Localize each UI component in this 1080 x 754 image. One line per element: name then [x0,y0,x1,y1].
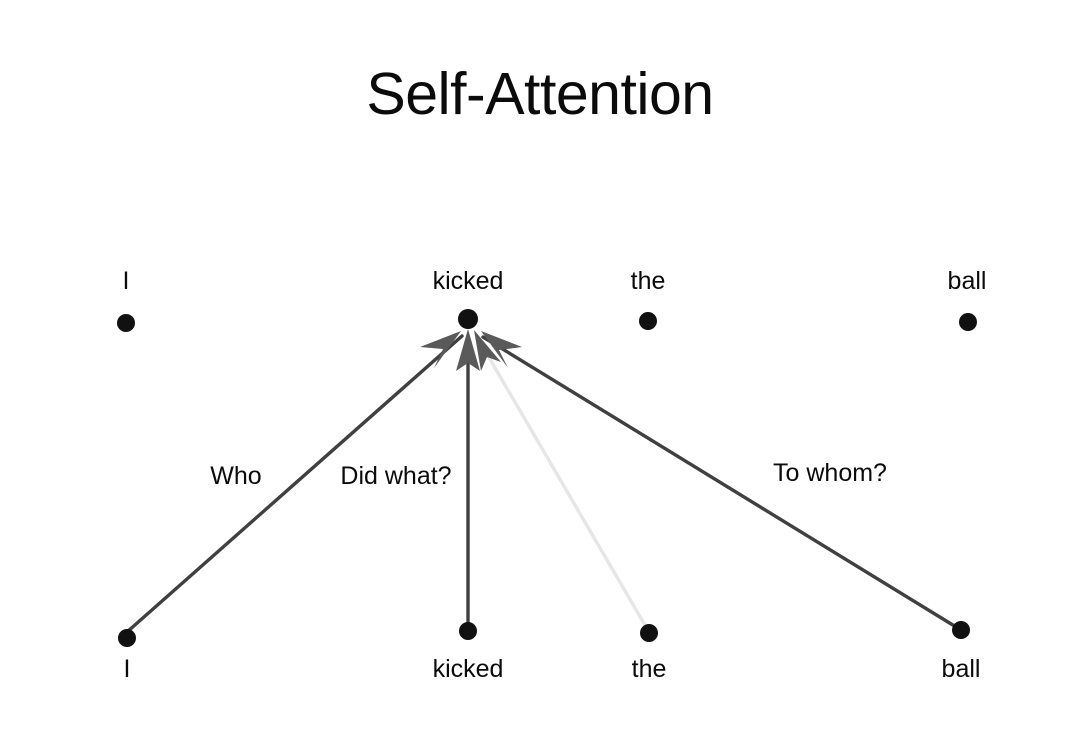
node-bottom-i[interactable] [118,629,136,647]
edge-label-to-whom: To whom? [773,459,887,487]
bottom-row-nodes [118,621,970,647]
node-top-ball[interactable] [959,313,977,331]
node-bottom-ball[interactable] [952,621,970,639]
token-top-ball: ball [947,267,987,295]
top-row-nodes [117,309,977,332]
node-top-the[interactable] [639,312,657,330]
arrowhead-ball-to-kicked [481,331,522,368]
node-bottom-the[interactable] [640,624,658,642]
edge-label-who: Who [210,462,262,490]
edge-ball-to-kicked-line [481,335,963,632]
token-top-the: the [630,267,666,295]
edge-i-to-kicked-line [125,334,464,634]
page-title: Self-Attention [366,61,714,127]
edge-arrowheads [420,329,522,371]
node-top-i[interactable] [117,314,135,332]
node-top-kicked[interactable] [458,309,478,329]
arrowhead-i-to-kicked [420,331,461,368]
token-bottom-i: I [123,655,131,683]
token-bottom-ball: ball [941,655,981,683]
node-bottom-kicked[interactable] [459,622,477,640]
token-bottom-kicked: kicked [432,655,504,683]
arrowhead-kicked-to-kicked [456,329,480,371]
token-top-kicked: kicked [432,267,504,295]
edge-the-to-kicked-line [475,335,651,634]
token-bottom-the: the [631,655,667,683]
edge-label-did-what: Did what? [340,462,452,490]
arrowhead-the-to-kicked [474,330,501,371]
edge-lines [125,334,963,634]
token-top-i: I [122,267,130,295]
